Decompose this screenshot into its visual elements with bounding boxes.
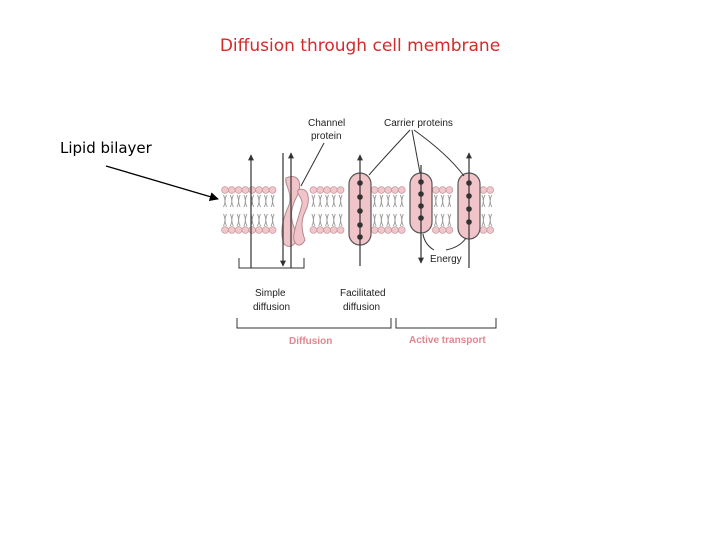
facilitated-label-line1: Facilitated	[340, 288, 386, 299]
channel-label-line2: protein	[311, 131, 342, 142]
diffusion-bracket	[237, 318, 391, 328]
lipid-bilayer-pointer	[106, 166, 218, 199]
transport-arrows	[251, 153, 469, 268]
channel-protein	[282, 177, 309, 247]
simple-diffusion-bracket	[239, 258, 304, 268]
carrier-label: Carrier proteins	[384, 118, 453, 129]
facilitated-label-line2: diffusion	[343, 302, 380, 313]
simple-label-line1: Simple	[255, 288, 286, 299]
active-transport-bracket	[396, 318, 496, 328]
energy-label: Energy	[430, 254, 462, 265]
diffusion-bracket-label: Diffusion	[289, 336, 332, 347]
channel-label-line1: Channel	[308, 118, 345, 129]
simple-label-line2: diffusion	[253, 302, 290, 313]
active-transport-bracket-label: Active transport	[409, 335, 486, 346]
